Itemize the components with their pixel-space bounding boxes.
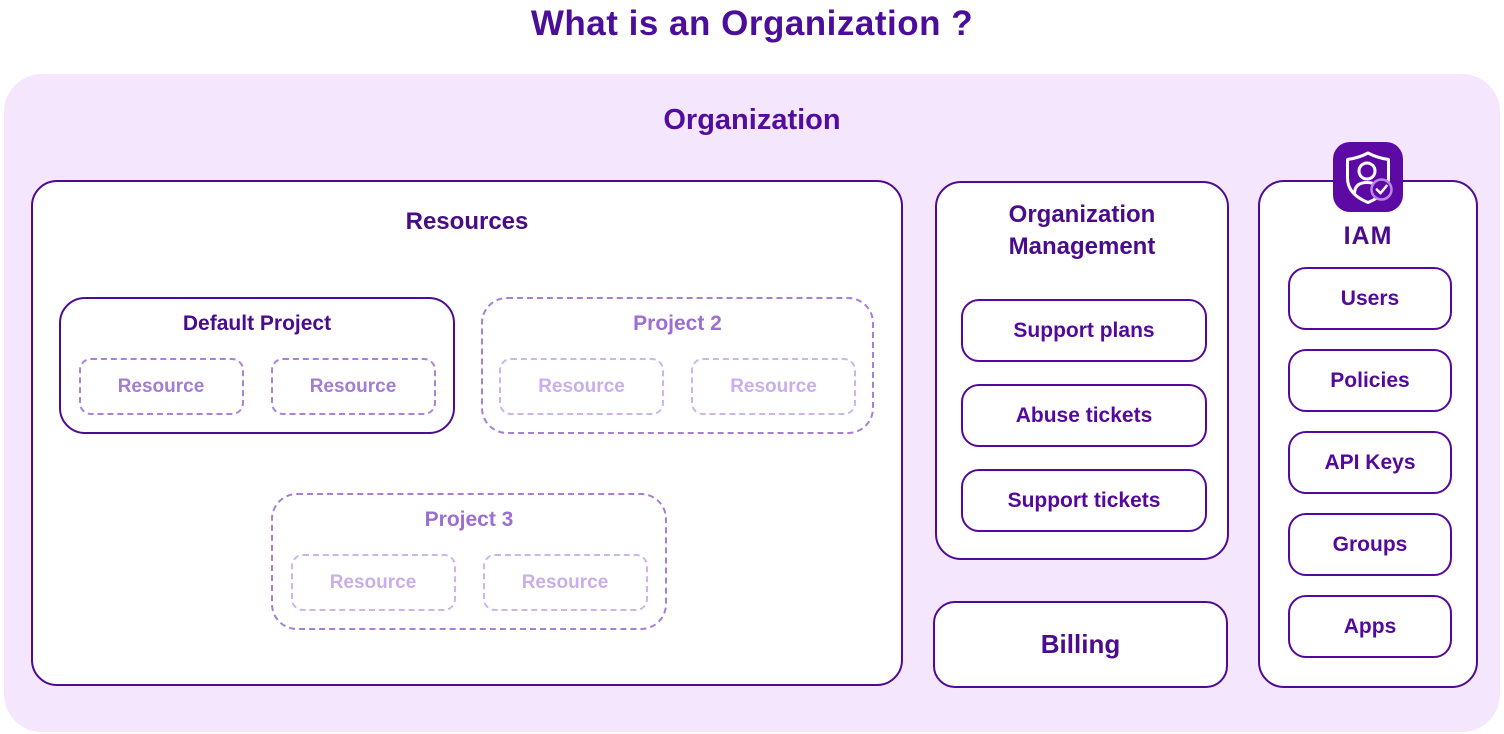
users-box: Users [1288, 267, 1452, 330]
billing-label: Billing [1040, 629, 1121, 659]
apps-box: Apps [1288, 595, 1452, 658]
abuse-tickets-box: Abuse tickets [961, 384, 1207, 447]
resource-box: Resource [691, 358, 856, 415]
resource-row: Resource Resource [483, 358, 872, 415]
organization-container: Organization Resources Default Project R… [4, 74, 1500, 732]
resource-box: Resource [270, 358, 436, 415]
resource-box: Resource [290, 554, 456, 611]
page-title: What is an Organization ? [530, 4, 974, 43]
api-keys-box: API Keys [1288, 431, 1452, 494]
resource-box: Resource [482, 554, 648, 611]
groups-box: Groups [1288, 513, 1452, 576]
project-2-box: Project 2 Resource Resource [481, 297, 874, 434]
iam-items: Users Policies API Keys Groups Apps [1288, 267, 1452, 658]
project-title: Project 2 [633, 312, 722, 335]
resource-row: Resource Resource [273, 554, 665, 611]
shield-user-check-icon [1333, 142, 1403, 212]
support-plans-box: Support plans [961, 299, 1207, 362]
resource-box: Resource [78, 358, 244, 415]
iam-panel: IAM Users Policies API Keys Groups Apps [1258, 142, 1478, 688]
project-title: Default Project [182, 312, 332, 335]
resource-box: Resource [499, 358, 664, 415]
default-project-box: Default Project Resource Resource [59, 297, 455, 434]
resource-row: Resource Resource [61, 358, 453, 415]
project-3-box: Project 3 Resource Resource [271, 493, 667, 630]
iam-title: IAM [1343, 222, 1393, 250]
project-title: Project 3 [424, 508, 514, 531]
policies-box: Policies [1288, 349, 1452, 412]
billing-panel: Billing [933, 601, 1228, 688]
organization-management-items: Support plans Abuse tickets Support tick… [961, 299, 1207, 532]
organization-management-panel: Organization Management Support plans Ab… [935, 181, 1229, 560]
organization-label: Organization [663, 104, 841, 136]
organization-management-title: Organization Management [1008, 201, 1156, 261]
support-tickets-box: Support tickets [961, 469, 1207, 532]
resources-title: Resources [405, 208, 529, 235]
resources-panel: Resources Default Project Resource Resou… [31, 180, 903, 686]
